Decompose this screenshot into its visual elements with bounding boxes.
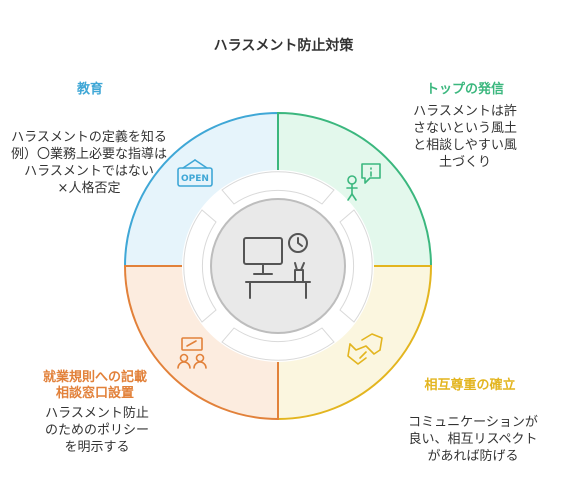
heading-line: 相談窓口設置 — [55, 386, 134, 401]
body-line: があれば防げる — [427, 449, 519, 464]
section-heading-top-message: トップの発信 — [425, 82, 504, 97]
body-line: コミュニケーションが — [408, 415, 538, 430]
body-line: を明示する — [64, 440, 130, 455]
section-body-top-message: ハラスメントは許 さないという風土 と相談しやすい風 土づくり — [405, 103, 525, 171]
body-line: のためのポリシー — [44, 423, 149, 438]
body-line: ハラスメントの定義を知る — [11, 130, 167, 145]
section-heading-work-rules: 就業規則への記載 相談窓口設置 — [20, 370, 170, 402]
section-heading-education: 教育 — [76, 82, 103, 97]
section-body-work-rules: ハラスメント防止 のためのポリシー を明示する — [22, 405, 172, 456]
body-line: さないという風土 — [412, 121, 517, 136]
body-line: ハラスメントではない — [24, 164, 154, 179]
handshake-icon — [347, 333, 383, 365]
section-body-mutual-respect: コミュニケーションが 良い、相互リスペクト があれば防げる — [388, 414, 558, 465]
body-line: ハラスメント防止 — [45, 406, 149, 421]
body-line: 土づくり — [438, 155, 491, 170]
open-sign-icon: OPEN — [177, 159, 213, 187]
section-body-education: ハラスメントの定義を知る 例）〇業務上必要な指導は ハラスメントではない ×人格… — [4, 129, 174, 197]
body-line: ×人格否定 — [57, 181, 121, 196]
section-heading-mutual-respect: 相互尊重の確立 — [424, 378, 516, 393]
page-title: ハラスメント防止対策 — [213, 38, 354, 54]
body-line: 例）〇業務上必要な指導は — [10, 147, 167, 162]
office-desk-icon — [243, 233, 311, 299]
heading-line: 就業規則への記載 — [42, 370, 147, 385]
person-speech-icon — [346, 163, 381, 201]
body-line: ハラスメントは許 — [413, 104, 517, 119]
body-line: と相談しやすい風 — [413, 138, 517, 153]
center-circle — [210, 198, 346, 334]
people-gavel-icon — [177, 337, 207, 369]
body-line: 良い、相互リスペクト — [408, 432, 538, 447]
ring-arrows — [183, 171, 373, 361]
svg-text:OPEN: OPEN — [181, 174, 209, 184]
